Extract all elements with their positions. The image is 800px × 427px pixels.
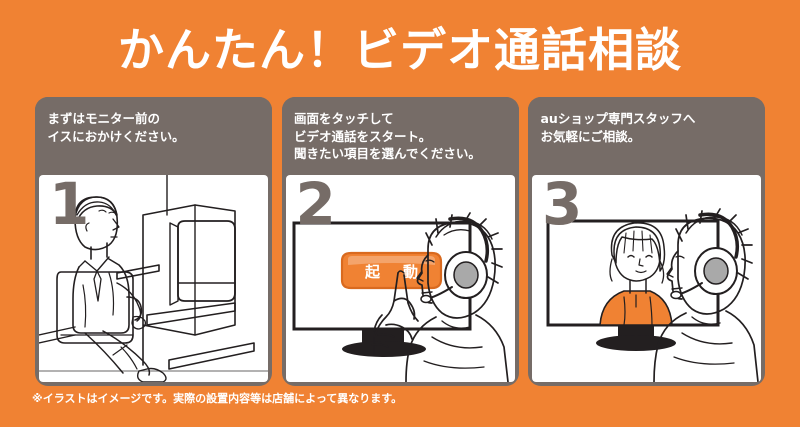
step-panel-3: auショップ専門スタッフへ お気軽にご相談。: [528, 97, 765, 386]
disclaimer-note: ※イラストはイメージです。実際の設置内容等は店舗によって異なります。: [32, 392, 403, 405]
step-2-line-3: 聞きたい項目を選んでください。: [294, 146, 481, 161]
step-3-illustration: 3: [532, 175, 761, 382]
step-panel-1: まずはモニター前の イスにおかけください。: [35, 97, 272, 386]
step-2-line-1: 画面をタッチして: [294, 111, 394, 126]
page-title: かんたん！ビデオ通話相談: [118, 23, 682, 77]
step-1-illustration: 1: [39, 175, 268, 382]
step-1-line-2: イスにおかけください。: [47, 128, 185, 144]
start-button-label-char-2: 動: [403, 263, 418, 281]
step-1-line-1: まずはモニター前の: [47, 111, 161, 126]
seated-customer-at-booth-icon: [39, 175, 268, 382]
step-2-header: 画面をタッチして ビデオ通話をスタート。 聞きたい項目を選んでください。: [281, 97, 519, 175]
step-2-illustration: 起 動: [285, 175, 515, 382]
step-3-header: auショップ専門スタッフへ お気軽にご相談。: [528, 97, 765, 175]
step-3-line-2: お気軽にご相談。: [540, 128, 641, 144]
steps-container: まずはモニター前の イスにおかけください。: [35, 97, 765, 386]
step-panel-2: 画面をタッチして ビデオ通話をスタート。 聞きたい項目を選んでください。 起: [281, 97, 519, 386]
start-button-label-char-1: 起: [364, 263, 381, 281]
step-2-line-2: ビデオ通話をスタート。: [294, 128, 432, 144]
screen-start-button: 起 動: [340, 251, 442, 290]
step-1-header: まずはモニター前の イスにおかけください。: [35, 97, 272, 175]
step-3-line-1: auショップ専門スタッフへ: [540, 111, 696, 126]
customer-touching-start-button-icon: 起 動: [292, 212, 509, 382]
video-call-with-staff-icon: [546, 208, 759, 382]
